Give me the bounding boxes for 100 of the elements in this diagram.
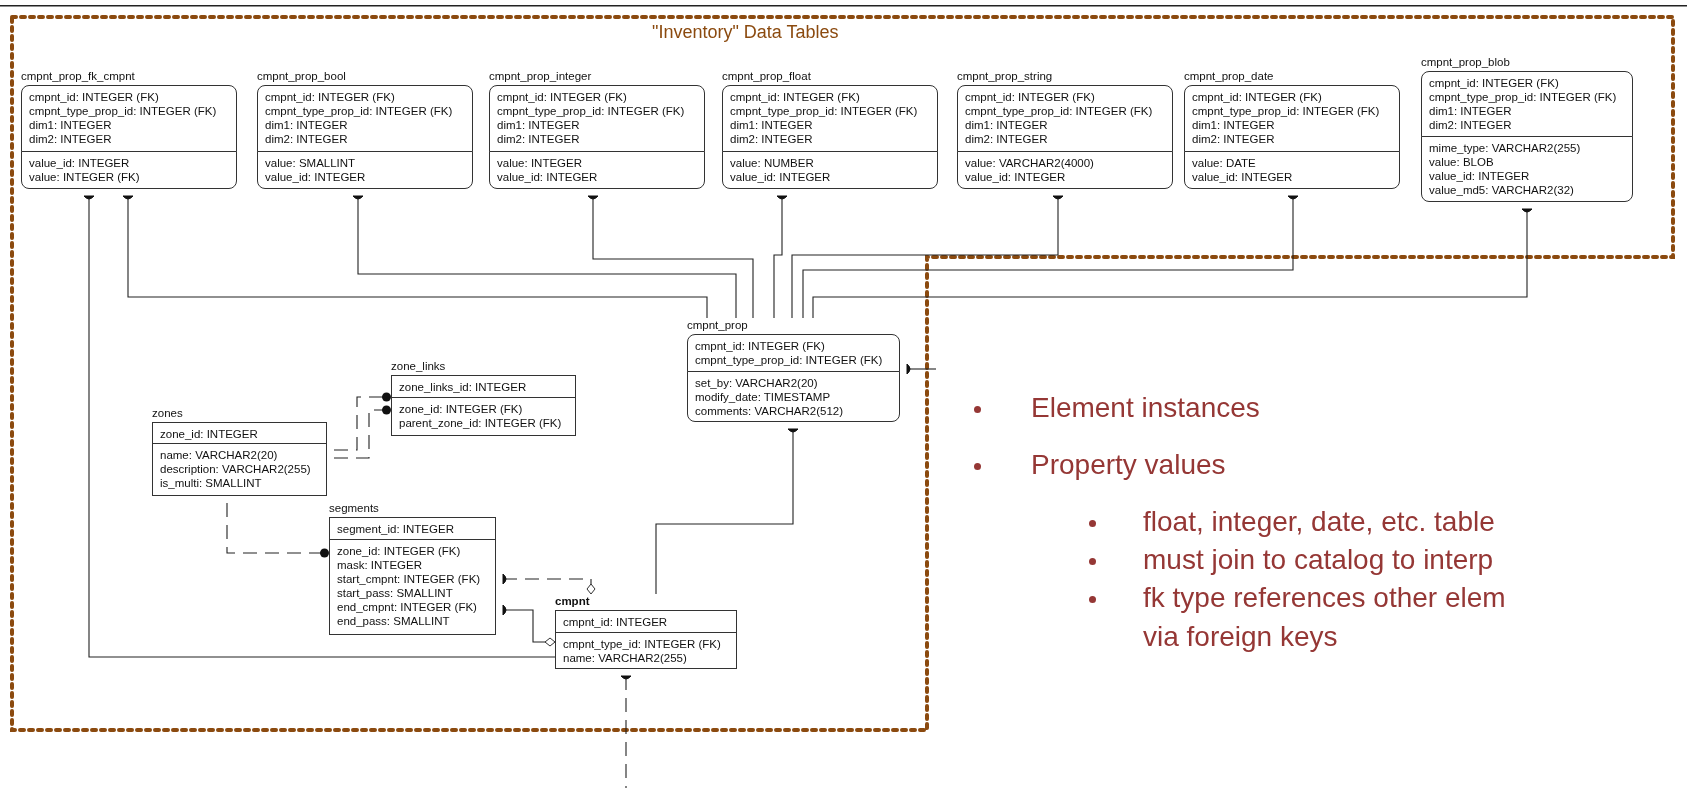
column-definition: dim1: INTEGER <box>497 118 581 132</box>
column-definition: zone_id: INTEGER <box>160 427 259 441</box>
column-definition: dim2: INTEGER <box>497 132 581 146</box>
column-definition: cmpnt_type_prop_id: INTEGER (FK) <box>1192 104 1381 118</box>
column-definition: value: INTEGER (FK) <box>29 170 141 184</box>
attribute-section <box>21 151 237 189</box>
table-name: cmpnt_prop_date <box>1184 69 1274 83</box>
column-definition: cmpnt_id: INTEGER (FK) <box>1429 76 1560 90</box>
column-definition: cmpnt_id: INTEGER (FK) <box>1192 90 1323 104</box>
column-definition: end_cmpnt: INTEGER (FK) <box>337 600 478 614</box>
column-definition: cmpnt_id: INTEGER <box>563 615 669 629</box>
key-section <box>687 334 900 372</box>
table-name: cmpnt_prop_fk_cmpnt <box>21 69 135 83</box>
column-definition: name: VARCHAR2(255) <box>563 651 688 665</box>
column-definition: dim1: INTEGER <box>1192 118 1276 132</box>
column-definition: mask: INTEGER <box>337 558 423 572</box>
attribute-section <box>687 371 900 422</box>
column-definition: dim1: INTEGER <box>965 118 1049 132</box>
bullet-text: via foreign keys <box>1143 620 1338 654</box>
group-title: "Inventory" Data Tables <box>652 21 839 43</box>
column-definition: dim2: INTEGER <box>1429 118 1513 132</box>
column-definition: value_id: INTEGER <box>497 170 599 184</box>
column-definition: value: BLOB <box>1429 155 1495 169</box>
bullet-text: must join to catalog to interp <box>1143 543 1494 577</box>
relationship-line <box>83 195 556 658</box>
bullet-text: Property values <box>1031 448 1226 482</box>
relationship-line <box>906 363 937 375</box>
table-name: cmpnt_prop_float <box>722 69 811 83</box>
table-name: cmpnt_prop_blob <box>1421 55 1510 69</box>
table-name: zone_links <box>391 359 446 373</box>
column-definition: dim2: INTEGER <box>29 132 113 146</box>
key-section <box>21 85 237 152</box>
relationship-line <box>587 195 754 319</box>
column-definition: cmpnt_type_prop_id: INTEGER (FK) <box>965 104 1154 118</box>
bullet-text: Element instances <box>1031 391 1260 425</box>
column-definition: cmpnt_type_prop_id: INTEGER (FK) <box>265 104 454 118</box>
relationship-line <box>333 405 392 459</box>
bullet-text: float, integer, date, etc. table <box>1143 505 1495 539</box>
attribute-section <box>555 632 737 669</box>
column-definition: end_pass: SMALLINT <box>337 614 451 628</box>
column-definition: description: VARCHAR2(255) <box>160 462 312 476</box>
relationship-line <box>655 428 799 595</box>
key-section <box>1184 85 1400 152</box>
table-name: cmpnt_prop_string <box>957 69 1053 83</box>
table-name: cmpnt_prop <box>687 318 748 332</box>
attribute-section <box>489 151 705 189</box>
column-definition: start_pass: SMALLINT <box>337 586 454 600</box>
key-section <box>957 85 1173 152</box>
relationship-line <box>502 573 596 595</box>
column-definition: parent_zone_id: INTEGER (FK) <box>399 416 563 430</box>
column-definition: value_id: INTEGER <box>1192 170 1294 184</box>
column-definition: cmpnt_id: INTEGER (FK) <box>497 90 628 104</box>
key-section <box>1421 71 1633 137</box>
column-definition: dim1: INTEGER <box>29 118 113 132</box>
column-definition: is_multi: SMALLINT <box>160 476 263 490</box>
column-definition: cmpnt_id: INTEGER (FK) <box>29 90 160 104</box>
column-definition: value_md5: VARCHAR2(32) <box>1429 183 1575 197</box>
column-definition: value: INTEGER <box>497 156 583 170</box>
key-section <box>722 85 938 152</box>
column-definition: cmpnt_id: INTEGER (FK) <box>265 90 396 104</box>
column-definition: name: VARCHAR2(20) <box>160 448 279 462</box>
bullet-text: fk type references other elem <box>1143 581 1506 615</box>
relationship-line <box>791 195 1064 319</box>
key-section <box>391 375 576 398</box>
attribute-section <box>1421 136 1633 202</box>
column-definition: value: VARCHAR2(4000) <box>965 156 1095 170</box>
key-section <box>257 85 473 152</box>
column-definition: dim2: INTEGER <box>1192 132 1276 146</box>
column-definition: cmpnt_type_prop_id: INTEGER (FK) <box>730 104 919 118</box>
relationship-line <box>812 208 1533 319</box>
column-definition: cmpnt_type_prop_id: INTEGER (FK) <box>497 104 686 118</box>
column-definition: value: NUMBER <box>730 156 815 170</box>
column-definition: segment_id: INTEGER <box>337 522 455 536</box>
relationship-line <box>773 195 788 319</box>
table-name: cmpnt_prop_integer <box>489 69 592 83</box>
column-definition: value: DATE <box>1192 156 1257 170</box>
column-definition: cmpnt_id: INTEGER (FK) <box>730 90 861 104</box>
key-section <box>555 610 737 633</box>
relationship-line <box>620 675 632 788</box>
column-definition: zone_id: INTEGER (FK) <box>399 402 524 416</box>
column-definition: dim1: INTEGER <box>265 118 349 132</box>
column-definition: comments: VARCHAR2(512) <box>695 404 845 418</box>
column-definition: zone_links_id: INTEGER <box>399 380 528 394</box>
attribute-section <box>957 151 1173 189</box>
attribute-section <box>329 539 496 635</box>
relationship-line <box>333 392 392 451</box>
column-definition: set_by: VARCHAR2(20) <box>695 376 819 390</box>
column-definition: dim2: INTEGER <box>265 132 349 146</box>
attribute-section <box>1184 151 1400 189</box>
table-name: cmpnt <box>555 594 590 608</box>
column-definition: cmpnt_type_prop_id: INTEGER (FK) <box>695 353 884 367</box>
column-definition: start_cmpnt: INTEGER (FK) <box>337 572 482 586</box>
relationship-line <box>502 604 556 647</box>
attribute-section <box>152 443 327 496</box>
column-definition: dim2: INTEGER <box>730 132 814 146</box>
column-definition: mime_type: VARCHAR2(255) <box>1429 141 1582 155</box>
column-definition: dim1: INTEGER <box>1429 104 1513 118</box>
column-definition: modify_date: TIMESTAMP <box>695 390 832 404</box>
relationship-line <box>226 502 330 558</box>
column-definition: value_id: INTEGER <box>965 170 1067 184</box>
